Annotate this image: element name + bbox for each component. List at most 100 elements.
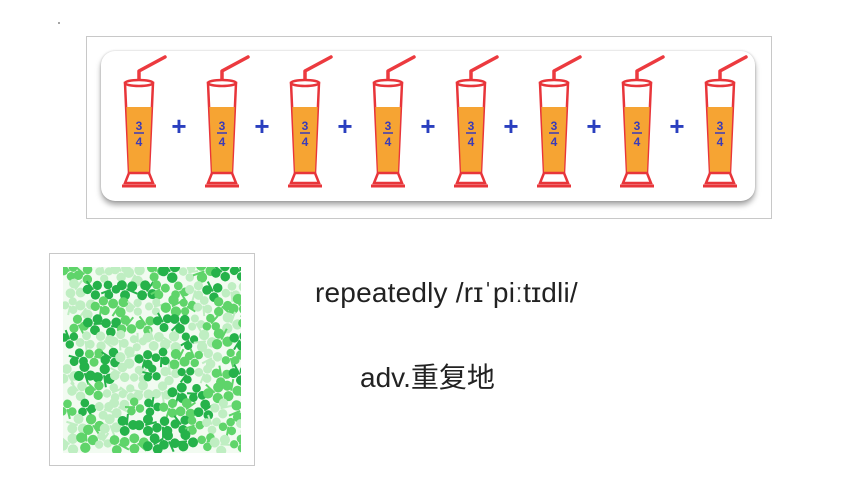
clover-leaf <box>228 400 241 423</box>
clover-leaf <box>202 281 223 302</box>
clover-leaf <box>75 331 95 352</box>
clover-leaf <box>210 398 232 419</box>
fraction-denominator: 4 <box>468 135 475 149</box>
clover-leaf <box>211 267 231 282</box>
clover-leaf <box>68 348 88 367</box>
fraction-denominator: 4 <box>551 135 558 149</box>
clover-leaf <box>152 312 172 333</box>
clover-leaf <box>184 348 204 368</box>
fraction-numerator: 3 <box>385 119 392 133</box>
clover-leaf <box>209 434 233 453</box>
clover-pattern <box>63 267 241 453</box>
fraction-numerator: 3 <box>302 119 309 133</box>
clover-leaf <box>151 381 172 403</box>
clover-leaf <box>159 398 178 419</box>
clover-leaf <box>237 383 241 397</box>
clover-leaf <box>90 296 110 318</box>
clover-leaf <box>229 267 241 281</box>
juice-glass: 34 <box>205 55 250 188</box>
clover-leaf <box>228 363 241 386</box>
plus-sign: + <box>254 111 269 141</box>
glass-base <box>372 171 404 185</box>
plus-sign: + <box>420 111 435 141</box>
glass-base <box>538 171 570 185</box>
fraction-numerator: 3 <box>717 119 724 133</box>
fraction-numerator: 3 <box>551 119 558 133</box>
fraction-denominator: 4 <box>385 135 392 149</box>
clover-leaf <box>142 328 164 351</box>
clover-leaf <box>144 396 162 417</box>
juice <box>458 107 484 172</box>
fraction-denominator: 4 <box>219 135 226 149</box>
glass-rim <box>372 78 404 88</box>
clover-leaf <box>178 267 199 282</box>
word-meaning: adv.重复地 <box>360 362 495 393</box>
clover-leaf <box>63 329 79 349</box>
glass-rim <box>621 78 653 88</box>
stray-dot <box>58 22 60 24</box>
clover-leaf <box>109 435 130 453</box>
clover-leaf <box>65 278 86 299</box>
clover-leaf <box>82 280 102 300</box>
clover-leaf <box>193 296 213 317</box>
clover-leaf <box>160 294 184 317</box>
plus-sign: + <box>337 111 352 141</box>
juice <box>292 107 318 172</box>
juice-glass: 34 <box>703 55 748 188</box>
clover-pattern-image <box>49 253 255 466</box>
fraction-numerator: 3 <box>219 119 226 133</box>
juice-glass: 34 <box>454 55 499 188</box>
clover-leaf <box>109 330 129 351</box>
glass-base <box>289 171 321 185</box>
clover-leaf <box>177 367 195 384</box>
clover-leaf <box>94 431 112 449</box>
fraction-numerator: 3 <box>136 119 143 133</box>
glass-base <box>123 171 155 185</box>
glass-rim <box>123 78 155 88</box>
clover-leaf <box>169 314 190 334</box>
clover-leaf <box>117 413 138 436</box>
clover-leaf <box>159 430 180 453</box>
clover-leaf <box>134 350 153 371</box>
juice-glass: 34 <box>537 55 582 188</box>
clover-leaf <box>151 347 170 368</box>
clover-leaf <box>63 399 77 420</box>
clover-leaf <box>238 314 241 328</box>
clover-leaf <box>125 298 142 316</box>
glass-rim <box>455 78 487 88</box>
glasses-illustration: 34+34+34+34+34+34+34+34 <box>122 55 748 188</box>
clover-leaf <box>101 317 123 337</box>
glass-rim <box>704 78 736 88</box>
plus-sign: + <box>586 111 601 141</box>
clover-leaf <box>142 364 161 382</box>
glass-base <box>621 171 653 185</box>
juice <box>707 107 733 172</box>
clover-leaf <box>202 414 221 435</box>
clover-leaf <box>144 298 164 316</box>
clover-leaf <box>175 398 196 419</box>
clover-leaf <box>134 414 157 437</box>
clover-leaf <box>100 280 121 300</box>
fraction-denominator: 4 <box>136 135 143 149</box>
glass-rim <box>538 78 570 88</box>
clover-leaf <box>73 267 93 285</box>
clover-leaf <box>230 434 241 453</box>
clover-leaf <box>100 347 120 368</box>
glass-rim <box>206 78 238 88</box>
clover-leaf <box>125 397 145 416</box>
clover-leaf <box>236 350 241 360</box>
fraction-denominator: 4 <box>634 135 641 149</box>
clover-leaf <box>184 416 205 435</box>
clover-leaf <box>63 297 78 316</box>
clover-leaf <box>228 293 241 315</box>
clover-leaf <box>116 280 138 301</box>
clover-leaf <box>194 364 212 384</box>
clover-leaf <box>236 419 241 437</box>
clover-leaf <box>67 381 87 402</box>
clover-leaf <box>99 414 122 437</box>
glass-rim <box>289 78 321 88</box>
fraction-numerator: 3 <box>468 119 475 133</box>
clover-leaf <box>175 430 199 452</box>
